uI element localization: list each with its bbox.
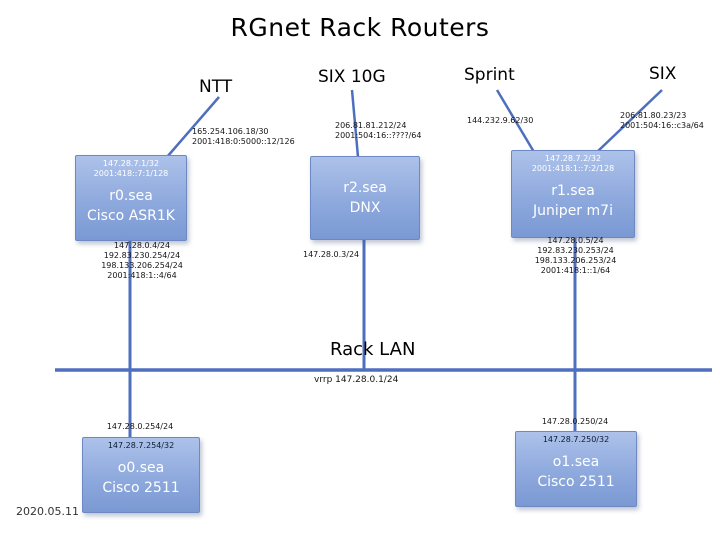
router-r0-lan-addresses: 147.28.0.4/24 192.83.230.254/24 198.133.… <box>87 241 197 281</box>
router-name: r1.sea <box>551 183 595 199</box>
uplink-label-ntt: NTT <box>199 77 233 97</box>
loopback-address: 2001:418::7:1/128 <box>93 169 169 178</box>
uplink-label-six10g: SIX 10G <box>318 67 386 87</box>
ip-address: 147.28.0.250/24 <box>541 417 609 426</box>
router-name: r2.sea <box>343 180 387 196</box>
loopback-address: 147.28.7.1/32 <box>102 159 160 168</box>
terminal-server-o1: 147.28.7.250/32 o1.sea Cisco 2511 <box>515 431 637 507</box>
slide-title: RGnet Rack Routers <box>230 13 490 42</box>
uplink-addresses-sprint: 144.232.9.62/30 <box>467 116 533 126</box>
terminal-server-name: o0.sea <box>117 460 165 476</box>
o0-loopback: 147.28.7.254/32 <box>83 438 199 451</box>
router-r2-lan-addresses: 147.28.0.3/24 <box>303 250 359 260</box>
ip-address: 165.254.106.18/30 <box>192 127 269 136</box>
o1-loopback: 147.28.7.250/32 <box>516 432 636 445</box>
router-model: Cisco ASR1K <box>87 208 175 224</box>
uplink-label-sprint: Sprint <box>464 65 515 85</box>
router-r1-lan-addresses: 147.28.0.5/24 192.83.230.253/24 198.133.… <box>518 236 633 276</box>
ip-address: 2001:418:0:5000::12/126 <box>192 137 295 146</box>
router-model: Juniper m7i <box>533 203 613 219</box>
router-r1: 147.28.7.2/32 2001:418:1::7:2/128 r1.sea… <box>511 150 635 238</box>
ip-address: 147.28.0.5/24 <box>547 236 604 245</box>
loopback-address: 147.28.7.254/32 <box>107 441 175 450</box>
loopback-address: 147.28.7.250/32 <box>542 435 610 444</box>
ip-address: 147.28.0.3/24 <box>303 250 360 259</box>
ip-address: 2001:504:16::c3a/64 <box>620 121 704 130</box>
ip-address: 198.133.206.254/24 <box>101 261 183 270</box>
loopback-address: 147.28.7.2/32 <box>544 154 602 163</box>
ip-address: 2001:504:16::????/64 <box>335 131 422 140</box>
ip-address: 147.28.0.4/24 <box>113 241 171 250</box>
ip-address: 147.28.0.254/24 <box>106 422 174 431</box>
terminal-server-o0: 147.28.7.254/32 o0.sea Cisco 2511 <box>82 437 200 513</box>
ip-address: 144.232.9.62/30 <box>467 116 534 125</box>
terminal-server-model: Cisco 2511 <box>102 480 180 496</box>
slide-date: 2020.05.11 <box>16 505 79 518</box>
vrrp-label: vrrp 147.28.0.1/24 <box>314 375 399 385</box>
router-r1-loopbacks: 147.28.7.2/32 2001:418:1::7:2/128 <box>512 151 634 174</box>
uplink-addresses-six: 206.81.80.23/23 2001:504:16::c3a/64 <box>620 111 704 131</box>
router-r0-loopbacks: 147.28.7.1/32 2001:418::7:1/128 <box>76 156 186 179</box>
uplink-addresses-ntt: 165.254.106.18/30 2001:418:0:5000::12/12… <box>192 127 295 147</box>
ip-address: 198.133.206.253/24 <box>534 256 617 265</box>
o1-lan-address: 147.28.0.250/24 <box>515 417 635 427</box>
ip-address: 192.83.230.254/24 <box>103 251 181 260</box>
loopback-address: 2001:418:1::7:2/128 <box>531 164 615 173</box>
router-r2: r2.sea DNX <box>310 156 420 240</box>
uplink-addresses-six10g: 206.81.81.212/24 2001:504:16::????/64 <box>335 121 421 141</box>
router-r0: 147.28.7.1/32 2001:418::7:1/128 r0.sea C… <box>75 155 187 241</box>
router-name: r0.sea <box>109 188 153 204</box>
ip-address: 2001:418:1::4/64 <box>107 271 177 280</box>
terminal-server-model: Cisco 2511 <box>537 474 615 490</box>
terminal-server-name: o1.sea <box>552 454 600 470</box>
router-model: DNX <box>349 200 381 216</box>
rack-lan-label: Rack LAN <box>330 339 416 360</box>
uplink-label-six: SIX <box>649 64 677 84</box>
ip-address: 206.81.80.23/23 <box>620 111 687 120</box>
ip-address: 2001:418:1::1/64 <box>540 266 611 275</box>
ip-address: 206.81.81.212/24 <box>335 121 407 130</box>
ip-address: 192.83.230.253/24 <box>537 246 614 255</box>
o0-lan-address: 147.28.0.254/24 <box>82 422 198 432</box>
